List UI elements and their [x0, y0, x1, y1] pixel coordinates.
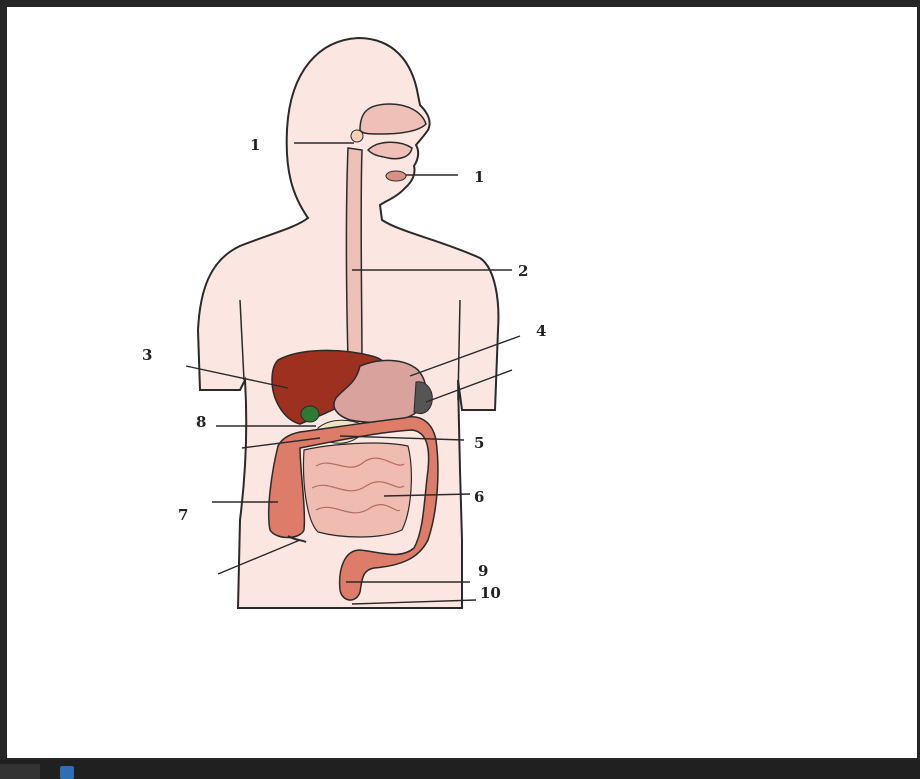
- label-1-right: 1: [474, 168, 484, 186]
- label-10: 10: [480, 584, 501, 602]
- label-9: 9: [478, 562, 488, 580]
- app-icon[interactable]: [60, 766, 74, 779]
- esophagus: [347, 148, 363, 370]
- start-button[interactable]: [0, 764, 40, 779]
- label-5: 5: [474, 434, 484, 452]
- salivary-gland: [351, 130, 363, 142]
- label-6: 6: [474, 488, 484, 506]
- label-8: 8: [196, 413, 206, 431]
- label-7: 7: [178, 506, 188, 524]
- label-1-left: 1: [250, 136, 260, 154]
- taskbar: [0, 760, 920, 779]
- digestive-system-diagram: 1 1 2 3 4 8 5 6 7 9 10: [0, 0, 920, 760]
- label-4: 4: [536, 322, 546, 340]
- label-2: 2: [518, 262, 528, 280]
- tongue: [386, 171, 406, 181]
- gallbladder: [301, 406, 319, 422]
- label-3: 3: [142, 346, 152, 364]
